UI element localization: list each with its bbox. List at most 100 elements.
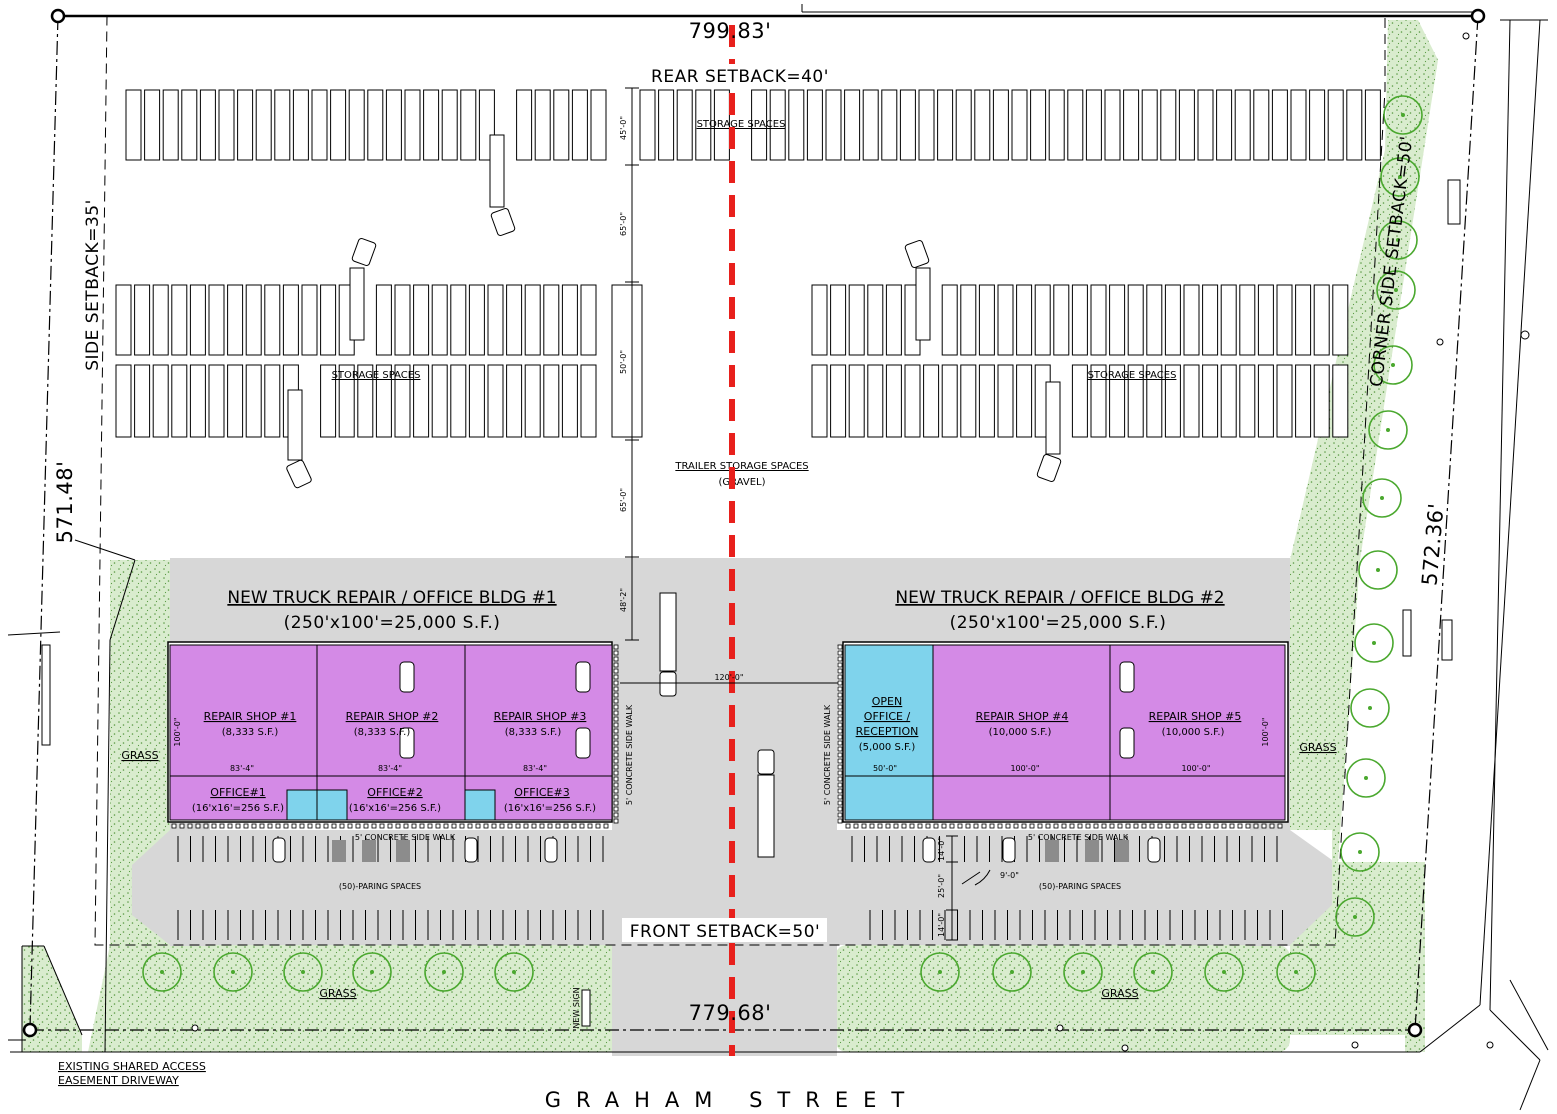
storage-stall [338,364,355,438]
side-setback: SIDE SETBACK=35' [83,199,103,371]
sidewalk-post [419,823,425,829]
sidewalk-post [355,823,361,829]
sidewalk-post [837,668,843,674]
sidewalk-post [613,758,619,764]
sidewalk-post [613,782,619,788]
tree [1340,832,1380,872]
sidewalk-post [613,818,619,824]
tree [424,952,464,992]
sidewalk-post [467,823,473,829]
storage-stall [1127,284,1144,356]
storage-stall [937,89,954,161]
sidewalk-post [837,728,843,734]
sidewalk-post [347,823,353,829]
lot-dim-3: 14'-0" [937,913,946,937]
storage-stall [199,89,216,161]
sidewalk-post [587,823,593,829]
storage-stall [208,284,225,356]
storage-stall [1313,364,1330,438]
sidewalk-post [1221,823,1227,829]
sidewalk-post [483,823,489,829]
sidewalk-post [1077,823,1083,829]
sidewalk-post [267,823,273,829]
storage-stall [960,364,977,438]
sidewalk-post [331,823,337,829]
sidewalk-post [251,823,257,829]
storage-stall [955,89,972,161]
bldg2-area: (250'x100'=25,000 S.F.) [950,613,1167,633]
tree [1368,410,1408,450]
storage-stall [320,284,337,356]
storage-stall [1071,364,1088,438]
storage-stall [844,89,861,161]
storage-stall [885,364,902,438]
storage-stall [811,364,828,438]
sidewalk-post [997,823,1003,829]
tree [1383,95,1423,135]
sidewalk-post [571,823,577,829]
bldg1-sidewalk: 5' CONCRETE SIDE WALK [355,833,456,842]
sidewalk-post [1117,823,1123,829]
sidewalk-post [1037,823,1043,829]
sidewalk-post [885,823,891,829]
sidewalk-post [323,823,329,829]
storage-stall [1271,89,1288,161]
storage-stall [1071,284,1088,356]
storage-label-left: STORAGE SPACES [332,370,421,381]
sidewalk-post [243,823,249,829]
storage-stall [450,284,467,356]
bldg1-depth: 100'-0" [173,717,182,746]
sidewalk-post [837,716,843,722]
sidewalk-post [395,823,401,829]
parked-car [272,837,286,863]
storage-stall [367,89,384,161]
storage-stall [1016,364,1033,438]
storage-stall [1239,284,1256,356]
sidewalk-post [837,782,843,788]
storage-stall [245,284,262,356]
storage-stall [1313,284,1330,356]
storage-stall [125,89,142,161]
shop2-name: REPAIR SHOP #2 [346,710,439,723]
setback-line [94,15,1386,946]
sidewalk-post [1069,823,1075,829]
storage-stall [189,284,206,356]
sidewalk-post [613,746,619,752]
storage-stall [1141,89,1158,161]
storage-stall [450,364,467,438]
storage-stall [1295,284,1312,356]
dim-50: 50'-0" [619,350,628,374]
sidewalk-post [491,823,497,829]
sidewalk-post [837,800,843,806]
storage-stall [1183,364,1200,438]
storage-stall [918,89,935,161]
office-3 [464,789,496,821]
repair-shop-5 [1109,644,1286,821]
sidewalk-post [949,823,955,829]
storage-stall [357,364,374,438]
sidewalk-post [837,806,843,812]
sidewalk-post [837,758,843,764]
storage-stall [1085,89,1102,161]
tree [1133,952,1173,992]
sidewalk-post [1277,823,1283,829]
storage-stall [311,89,328,161]
office1-name: OFFICE#1 [210,786,265,799]
storage-stall [1364,89,1381,161]
bearing-bottom: 779.68' [689,1001,772,1025]
sidewalk-post [451,823,457,829]
bldg1-parking: (50)-PARING SPACES [339,882,421,891]
storage-stall [788,89,805,161]
sidewalk-post [941,823,947,829]
sidewalk-post [259,823,265,829]
sidewalk-post [917,823,923,829]
storage-stall [1220,364,1237,438]
storage-stall [830,364,847,438]
storage-stall [639,89,656,161]
sidewalk-post [1173,823,1179,829]
storage-stall [830,284,847,356]
sidewalk-post [837,644,843,650]
storage-stall [1234,89,1251,161]
shop4-dim: 100'-0" [1010,764,1039,773]
storage-stall [1104,89,1121,161]
